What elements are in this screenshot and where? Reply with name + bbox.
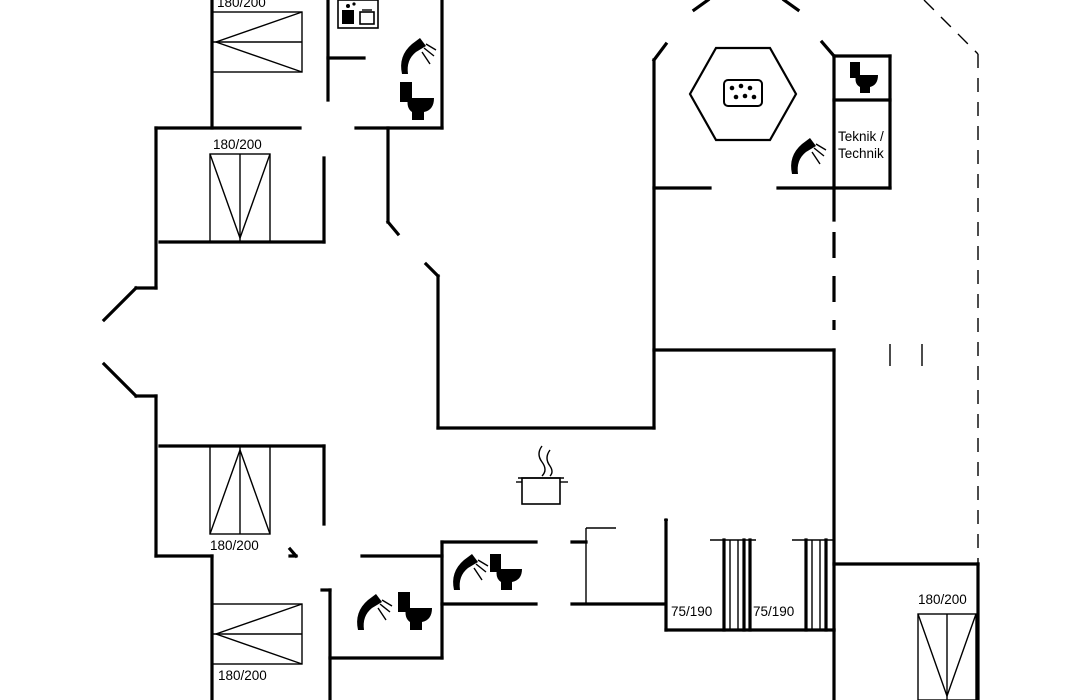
bed-bottom-left-label: 180/200 [218, 668, 267, 683]
washing-machine-icon [337, 0, 379, 29]
technik-label-line1: Teknik / [838, 129, 884, 144]
bunk-beds [710, 538, 834, 632]
bunk-a-label: 75/190 [671, 604, 712, 619]
technik-label-line2: Technik [838, 146, 884, 161]
bed-top [211, 11, 303, 73]
toilet-icon [398, 592, 432, 630]
bed-bottom-right [917, 613, 977, 700]
toilet-icon [490, 554, 522, 590]
shower-icon [357, 594, 393, 630]
bunk-b-label: 75/190 [753, 604, 794, 619]
cooking-pot-icon [516, 445, 568, 505]
shower-icon [791, 138, 827, 174]
walls [101, 0, 980, 700]
whirlpool-icon [688, 46, 798, 142]
bed-lower-left [209, 445, 271, 535]
bed-bottom-left [211, 603, 303, 665]
toilet-icon [400, 82, 434, 120]
shower-icon [401, 38, 437, 74]
bed-lower-left-label: 180/200 [210, 538, 259, 553]
bed-bottom-right-label: 180/200 [918, 592, 967, 607]
bed-top-label: 180/200 [217, 0, 266, 10]
toilet-icon [850, 62, 878, 93]
shower-icon [453, 554, 489, 590]
bed-upper-left [209, 153, 271, 243]
bed-upper-left-label: 180/200 [213, 137, 262, 152]
